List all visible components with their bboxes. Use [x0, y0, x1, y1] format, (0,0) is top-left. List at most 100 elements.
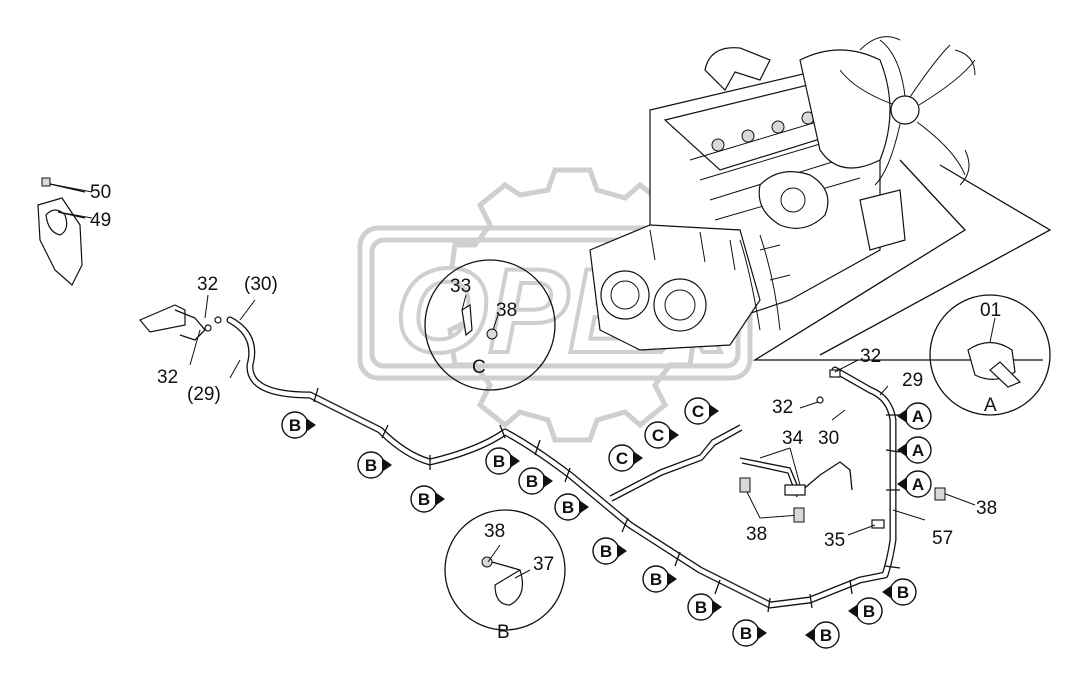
part-label-34: 34 — [782, 428, 804, 449]
callout-b: B — [592, 537, 627, 565]
part-label-38-center: 38 — [746, 524, 767, 545]
callout-letter: B — [897, 583, 909, 602]
callout-letter: C — [692, 402, 704, 421]
hose-assembly-34 — [739, 457, 853, 498]
callout-b: B — [357, 451, 392, 479]
callout-letter: B — [493, 452, 505, 471]
part-label-29: 29 — [902, 370, 923, 391]
callout-a: A — [897, 402, 932, 430]
callout-letter: B — [289, 416, 301, 435]
pump-flange-right — [653, 278, 707, 332]
hose-fittings — [204, 316, 885, 529]
callout-b: B — [805, 621, 840, 649]
callout-c: C — [684, 397, 719, 425]
detail-label-a: A — [984, 395, 997, 416]
callout-letter: C — [616, 449, 628, 468]
turbocharger — [758, 171, 829, 229]
callout-b: B — [485, 447, 520, 475]
part-label-30: 30 — [818, 428, 839, 449]
callout-c: C — [608, 444, 643, 472]
callout-b: B — [882, 578, 917, 606]
callout-letter: B — [600, 542, 612, 561]
callout-arrow — [805, 628, 815, 642]
callout-arrow — [897, 477, 907, 491]
callout-b: B — [642, 565, 677, 593]
callout-b: B — [732, 619, 767, 647]
part-label-50: 50 — [90, 182, 111, 203]
callout-arrow — [382, 458, 392, 472]
detail-label-c: C — [472, 357, 486, 378]
callout-arrow — [848, 604, 858, 618]
callout-b: B — [281, 411, 316, 439]
callout-arrow — [757, 626, 767, 640]
engine-injectors — [711, 111, 815, 152]
callout-arrow — [709, 404, 719, 418]
detail-view-letters: C A B — [472, 357, 997, 643]
part-label-32-right-upper: 32 — [860, 346, 881, 367]
callout-a: A — [897, 436, 932, 464]
callout-letter: A — [912, 407, 924, 426]
callout-letter: B — [695, 598, 707, 617]
cooling-fan — [839, 36, 976, 186]
callout-arrow — [633, 451, 643, 465]
callout-letter: B — [418, 490, 430, 509]
hose-clamps — [313, 387, 901, 613]
callout-arrow — [579, 500, 589, 514]
detail-view-a — [929, 294, 1051, 416]
part-label-38-right: 38 — [976, 498, 997, 519]
bracket-assembly — [139, 304, 206, 341]
callout-b: B — [518, 467, 553, 495]
pump-flange-left — [600, 270, 650, 320]
hose-main-run — [226, 316, 897, 609]
part-label-32-lower-left: 32 — [157, 367, 178, 388]
callout-letter: B — [650, 570, 662, 589]
callout-a: A — [897, 470, 932, 498]
callout-arrow — [543, 474, 553, 488]
callout-b: B — [687, 593, 722, 621]
callout-b: B — [554, 493, 589, 521]
callout-arrow — [669, 428, 679, 442]
bolts — [739, 477, 946, 523]
callout-arrow — [510, 454, 520, 468]
callout-arrow — [882, 585, 892, 599]
label-leader-lines — [49, 183, 996, 579]
part-label-01: 01 — [980, 300, 1001, 321]
reservoir-part-49 — [37, 177, 86, 286]
engine-assembly — [589, 36, 976, 351]
callout-arrow — [712, 600, 722, 614]
part-label-30-ref: (30) — [244, 274, 278, 295]
callout-letter: A — [912, 441, 924, 460]
callout-arrow — [897, 443, 907, 457]
callout-letter: B — [365, 456, 377, 475]
routing-frame-lines — [752, 159, 1052, 361]
callout-c: C — [644, 421, 679, 449]
hose-branch-c — [609, 424, 743, 502]
detail-view-b — [444, 509, 566, 631]
engine-intake-pipe — [704, 47, 771, 91]
part-label-38-detail-c: 38 — [496, 300, 517, 321]
callout-letter: B — [820, 626, 832, 645]
callout-letter: C — [652, 426, 664, 445]
callout-arrow — [897, 409, 907, 423]
part-label-37: 37 — [533, 554, 554, 575]
part-label-33: 33 — [450, 276, 471, 297]
part-label-38-detail-b: 38 — [484, 521, 505, 542]
callout-arrow — [667, 572, 677, 586]
callout-letter: A — [912, 475, 924, 494]
part-label-35: 35 — [824, 530, 845, 551]
callout-b: B — [848, 597, 883, 625]
callout-letter: B — [562, 498, 574, 517]
part-label-49: 49 — [90, 210, 111, 231]
part-label-29-ref: (29) — [187, 384, 221, 405]
callout-letter: B — [740, 624, 752, 643]
callout-arrow — [617, 544, 627, 558]
callout-b: B — [410, 485, 445, 513]
part-label-32-upper-left: 32 — [197, 274, 218, 295]
part-label-32-right-mid: 32 — [772, 397, 793, 418]
detail-view-c — [424, 259, 556, 391]
part-label-57: 57 — [932, 528, 953, 549]
callout-letter: B — [526, 472, 538, 491]
callout-arrow — [435, 492, 445, 506]
callout-letter: B — [863, 602, 875, 621]
